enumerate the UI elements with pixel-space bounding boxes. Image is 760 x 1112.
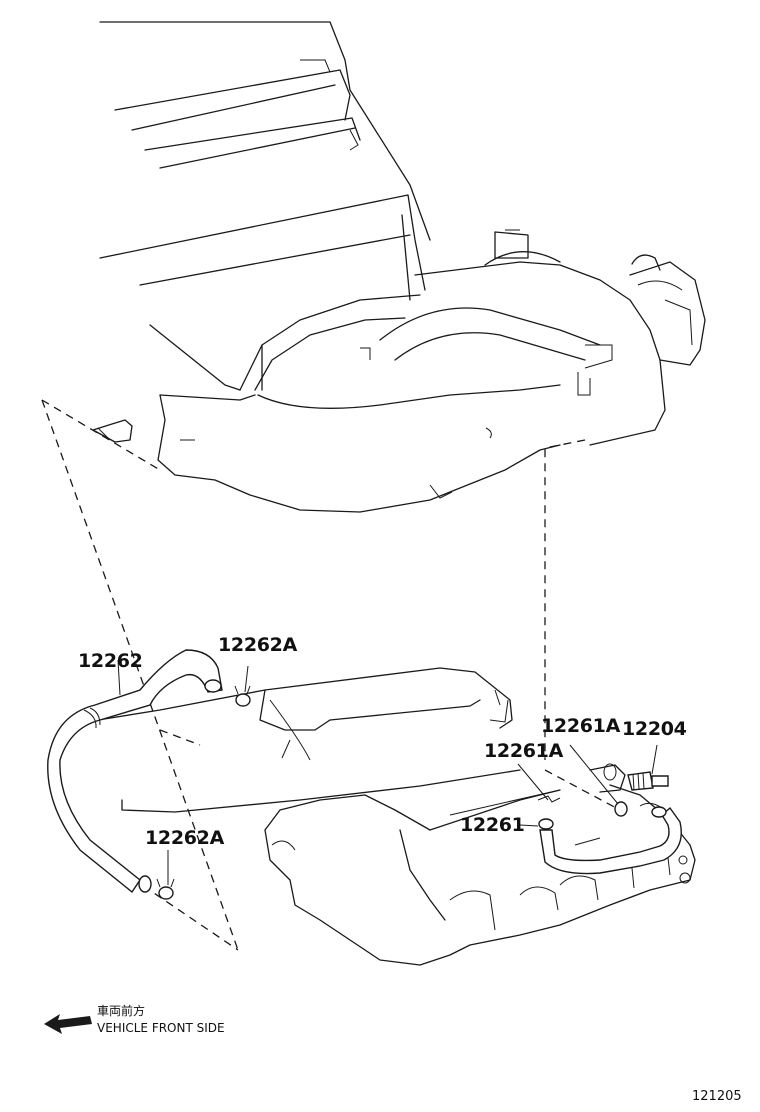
clamp-12261A-left-drawing (537, 795, 561, 803)
vehicle-front-english-note: VEHICLE FRONT SIDE (97, 1021, 225, 1035)
vehicle-front-arrow (44, 1014, 92, 1034)
hose-12262-drawing (47, 649, 223, 894)
part-label-12261: 12261 (460, 814, 525, 836)
pcv-valve-12204-drawing (627, 771, 669, 791)
part-label-12262: 12262 (78, 650, 143, 672)
part-label-12204: 12204 (622, 718, 687, 740)
leader-lines (117, 659, 658, 885)
part-label-12262A-bottom: 12262A (145, 827, 225, 849)
hose-12261-drawing (538, 802, 682, 875)
upper-engine-assembly (92, 21, 706, 513)
illustration-code: 121205 (692, 1089, 742, 1104)
clamp-12262A-bottom-drawing (156, 878, 175, 900)
vehicle-front-japanese-note: 車両前方 (97, 1004, 146, 1018)
valve-cover-assembly (97, 667, 696, 966)
part-label-12261A-right: 12261A (541, 715, 621, 737)
part-label-12262A-top: 12262A (218, 634, 298, 656)
clamp-12261A-right-drawing (614, 801, 628, 817)
part-label-12261A-left: 12261A (484, 740, 564, 762)
assembly-guide-lines (41, 399, 621, 951)
clamp-12262A-top-drawing (234, 685, 251, 707)
